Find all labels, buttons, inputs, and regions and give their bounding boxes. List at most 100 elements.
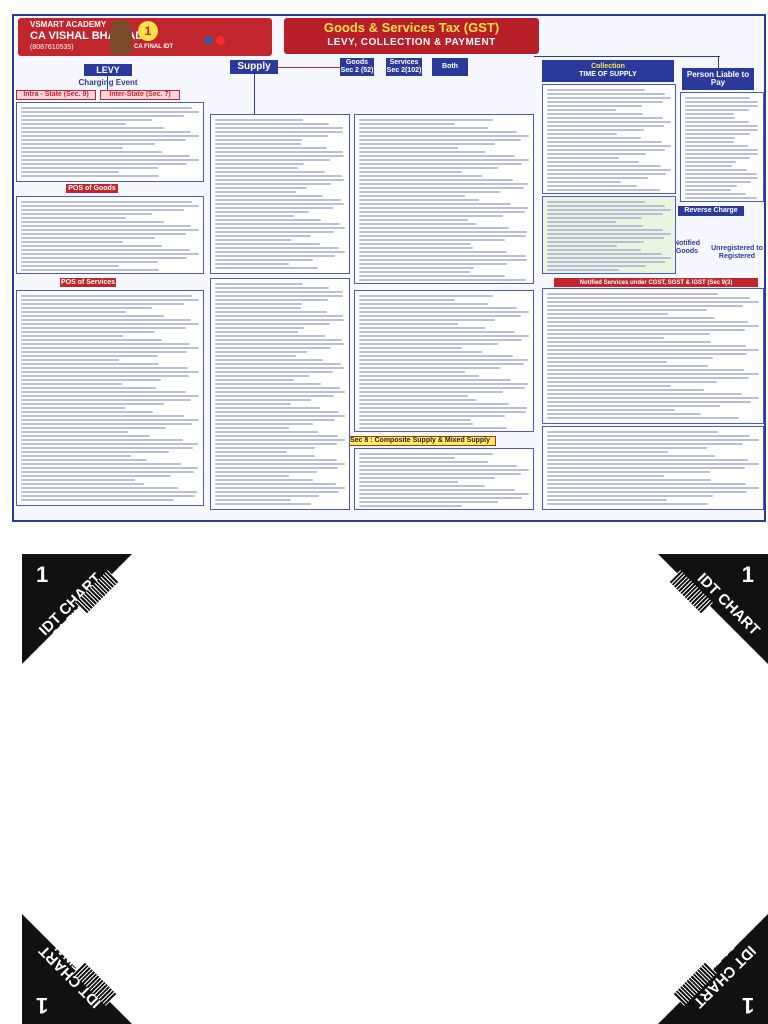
supply-scope-region xyxy=(210,114,350,274)
text-line xyxy=(359,407,528,409)
text-line xyxy=(21,395,199,397)
text-line xyxy=(359,295,493,297)
text-line xyxy=(359,307,517,309)
text-line xyxy=(215,439,345,441)
text-line xyxy=(21,269,159,271)
text-line xyxy=(547,373,759,375)
text-line xyxy=(215,463,345,465)
text-line xyxy=(547,121,671,123)
text-line xyxy=(547,133,617,135)
text-line xyxy=(215,151,343,153)
academy-header: VSMART ACADEMY CA VISHAL BHATTAD (808761… xyxy=(18,18,272,56)
text-line xyxy=(547,269,620,271)
text-line xyxy=(215,119,304,121)
text-line xyxy=(547,365,708,367)
text-line xyxy=(359,143,496,145)
text-line xyxy=(359,179,514,181)
text-line xyxy=(359,175,483,177)
text-line xyxy=(359,183,529,185)
text-line xyxy=(547,377,749,379)
charging-event-label: Charging Event xyxy=(78,78,138,87)
text-line xyxy=(547,213,663,215)
text-line xyxy=(359,163,523,165)
text-line xyxy=(215,231,335,233)
text-line xyxy=(21,407,125,409)
text-line xyxy=(215,335,326,337)
text-line xyxy=(215,195,324,197)
text-line xyxy=(685,169,748,171)
text-line xyxy=(359,359,529,361)
text-line xyxy=(215,435,338,437)
text-line xyxy=(685,177,759,179)
text-line xyxy=(547,257,671,259)
text-line xyxy=(215,319,344,321)
text-line xyxy=(547,157,620,159)
academy-name: VSMART ACADEMY xyxy=(30,20,107,29)
supply-box: Supply xyxy=(230,60,278,74)
text-line xyxy=(359,339,523,341)
text-line xyxy=(215,139,303,141)
text-line xyxy=(359,151,485,153)
text-line xyxy=(21,471,195,473)
text-line xyxy=(21,347,199,349)
text-line xyxy=(547,389,705,391)
text-line xyxy=(359,427,507,429)
text-line xyxy=(547,349,759,351)
text-line xyxy=(359,231,528,233)
text-line xyxy=(215,455,316,457)
text-line xyxy=(547,329,746,331)
text-line xyxy=(685,101,759,103)
text-line xyxy=(21,143,156,145)
text-line xyxy=(685,197,757,199)
text-line xyxy=(215,467,338,469)
inter-state-box: Inter-State (Sec. 7) xyxy=(100,90,180,100)
text-line xyxy=(21,419,199,421)
text-line xyxy=(359,315,522,317)
badge-text: CA FINAL IDT xyxy=(134,44,173,50)
person-liable-box: Person Liable to Pay xyxy=(682,68,754,90)
text-line xyxy=(21,213,153,215)
text-line xyxy=(547,381,717,383)
composite-supply-box: Sec 8 : Composite Supply & Mixed Supply xyxy=(344,436,496,446)
text-line xyxy=(547,447,707,449)
text-line xyxy=(359,469,529,471)
text-line xyxy=(21,139,186,141)
text-line xyxy=(21,159,199,161)
text-line xyxy=(547,97,671,99)
text-line xyxy=(359,219,468,221)
text-line xyxy=(359,251,507,253)
text-line xyxy=(547,181,622,183)
text-line xyxy=(21,339,162,341)
text-line xyxy=(215,143,301,145)
phone-number: (8087610535) xyxy=(30,44,74,51)
text-line xyxy=(547,443,744,445)
text-line xyxy=(359,363,524,365)
text-line xyxy=(547,413,701,415)
text-line xyxy=(547,405,720,407)
text-line xyxy=(359,195,465,197)
text-line xyxy=(215,223,341,225)
text-line xyxy=(21,245,162,247)
text-line xyxy=(215,483,336,485)
time-of-supply-table xyxy=(542,84,676,194)
connector xyxy=(254,74,255,114)
facebook-icon xyxy=(204,36,213,45)
text-line xyxy=(21,455,132,457)
text-line xyxy=(21,209,184,211)
page-subtitle: LEVY, COLLECTION & PAYMENT xyxy=(327,37,496,48)
text-line xyxy=(359,371,465,373)
text-line xyxy=(21,343,190,345)
text-line xyxy=(215,383,322,385)
text-line xyxy=(359,415,506,417)
text-line xyxy=(547,129,645,131)
text-line xyxy=(21,307,153,309)
text-line xyxy=(359,247,474,249)
goods-box: Goods Sec 2 (52) xyxy=(340,58,374,76)
text-line xyxy=(215,327,305,329)
text-line xyxy=(215,491,339,493)
notified-goods-table xyxy=(542,426,764,510)
text-line xyxy=(685,193,747,195)
text-line xyxy=(215,167,299,169)
text-line xyxy=(359,493,529,495)
levy-box: LEVY xyxy=(84,64,132,76)
